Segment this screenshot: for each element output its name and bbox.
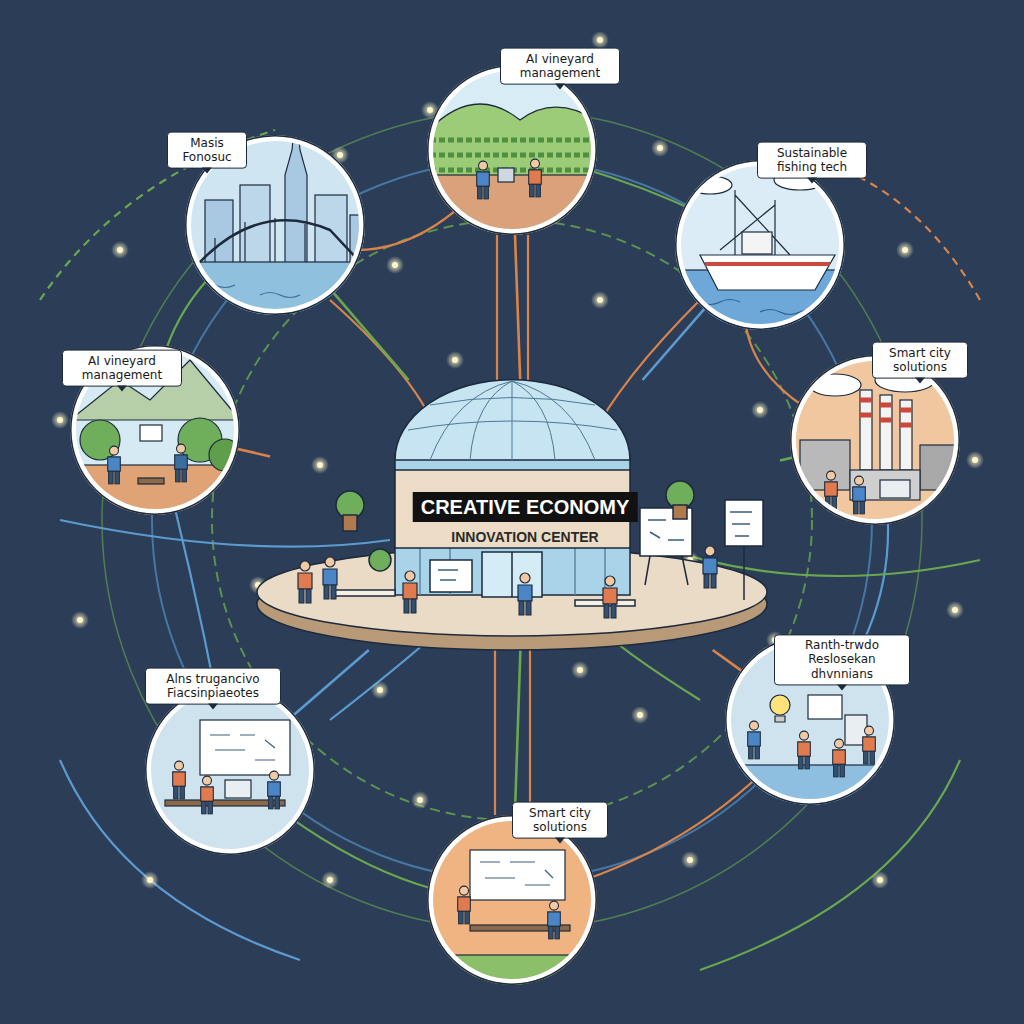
circle-edge bbox=[676, 161, 844, 329]
connector-line bbox=[515, 235, 520, 380]
circle-ring bbox=[431, 69, 594, 232]
circle-outline bbox=[675, 160, 845, 330]
scene-circle: Sustainable fishing tech bbox=[675, 160, 845, 330]
circle-outline bbox=[427, 65, 597, 235]
scene-circle: Smart city solutions bbox=[790, 355, 960, 525]
circle-ring bbox=[679, 164, 842, 327]
connector-line bbox=[713, 650, 741, 670]
scene-circle: AI vineyard management bbox=[70, 345, 240, 515]
scene-circle: Smart city solutions bbox=[427, 815, 597, 985]
circle-outline bbox=[145, 685, 315, 855]
speech-bubble: Sustainable fishing tech bbox=[757, 142, 867, 179]
circle-outline bbox=[427, 815, 597, 985]
innovation-center: CREATIVE ECONOMY INNOVATION CENTER bbox=[270, 380, 780, 650]
circle-edge bbox=[791, 356, 959, 524]
connector-line bbox=[294, 650, 369, 714]
scene-circle: AI vineyard management bbox=[427, 65, 597, 235]
circle-edge bbox=[428, 816, 596, 984]
speech-bubble: Alns trugancivo Fiacsinpiaeotes bbox=[145, 668, 281, 705]
circle-ring bbox=[431, 819, 594, 982]
connector-line bbox=[643, 309, 705, 380]
speech-bubble: Smart city solutions bbox=[512, 802, 608, 839]
scene-circle: Alns trugancivo Fiacsinpiaeotes bbox=[145, 685, 315, 855]
circle-ring bbox=[149, 689, 312, 852]
scene-circle: Masis Fonosuc bbox=[185, 135, 365, 315]
speech-bubble: AI vineyard management bbox=[500, 48, 620, 85]
connector-line bbox=[780, 458, 792, 461]
speech-bubble: Smart city solutions bbox=[872, 342, 968, 379]
speech-bubble: Ranth-trwdo Reslosekan dhvnnians bbox=[774, 634, 910, 685]
circle-edge bbox=[428, 66, 596, 234]
speech-bubble: Masis Fonosuc bbox=[167, 132, 247, 169]
speech-bubble: AI vineyard management bbox=[62, 350, 182, 387]
circle-edge bbox=[146, 686, 314, 854]
center-banner: CREATIVE ECONOMY bbox=[413, 492, 638, 522]
center-subtitle: INNOVATION CENTER bbox=[451, 529, 598, 546]
connector-line bbox=[334, 293, 409, 380]
scene-circle: Ranth-trwdo Reslosekan dhvnnians bbox=[725, 635, 895, 805]
connector-line bbox=[515, 650, 521, 815]
connector-line bbox=[238, 449, 270, 456]
circle-outline bbox=[790, 355, 960, 525]
circle-ring bbox=[794, 359, 957, 522]
